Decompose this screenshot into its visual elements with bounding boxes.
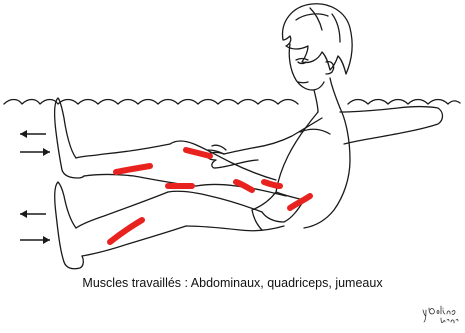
mouth	[298, 82, 308, 83]
arm-front	[224, 118, 322, 154]
arrow-left-icon	[20, 130, 46, 138]
water-line-right	[348, 100, 460, 105]
arrow-right-icon	[20, 236, 50, 244]
thigh-bottom	[168, 191, 284, 231]
foot-bottom	[55, 182, 84, 269]
arrow-right-icon	[20, 148, 50, 156]
muscle-quad-top	[186, 150, 210, 156]
muscle-calf-top	[116, 166, 150, 172]
foot-top	[55, 98, 84, 178]
shin-top	[76, 144, 196, 186]
muscle-abs-1	[236, 182, 252, 190]
hair-strands	[296, 8, 340, 42]
chest-line	[300, 129, 330, 134]
arrow-left-icon	[20, 210, 46, 218]
face	[289, 44, 324, 90]
muscle-calf-bottom	[110, 220, 142, 242]
water-line	[4, 100, 298, 105]
signature	[421, 302, 461, 326]
arm-behind	[340, 107, 443, 145]
neck	[314, 78, 340, 112]
caption-muscles: Muscles travaillés : Abdominaux, quadric…	[0, 276, 465, 290]
torso	[276, 108, 350, 228]
